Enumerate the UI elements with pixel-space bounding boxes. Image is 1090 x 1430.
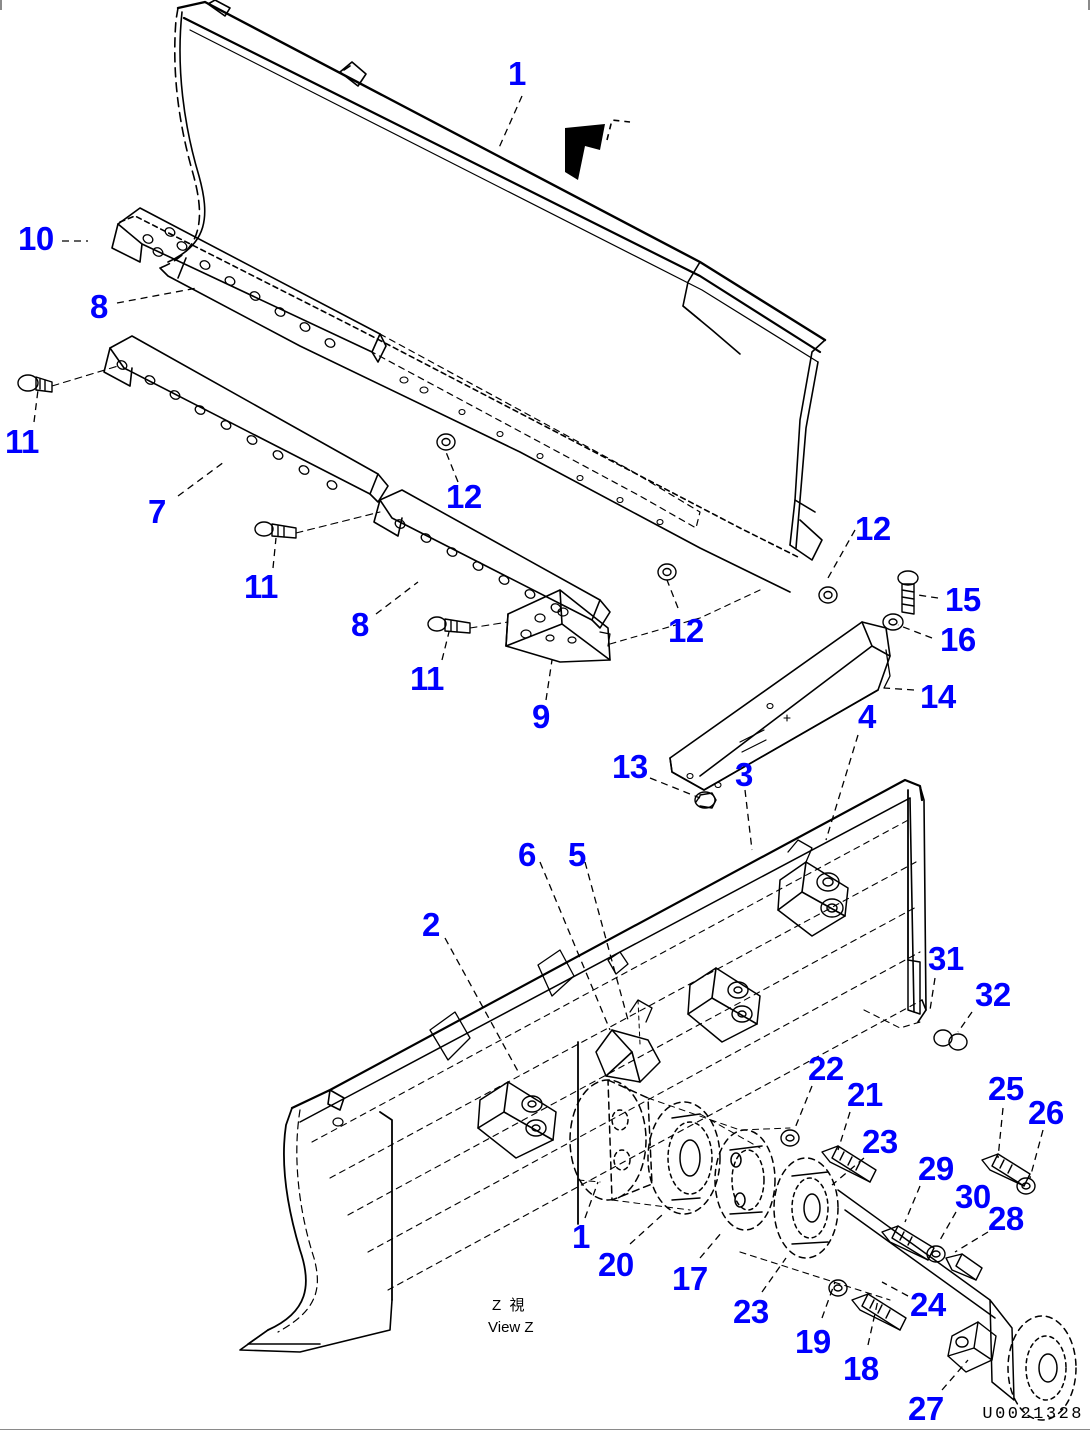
leader-line-5 [584,861,629,1021]
leader-line-28 [954,1231,989,1253]
leader-line-1 [497,95,523,151]
leader-line-8 [375,581,419,615]
callout-number-13[interactable]: 13 [612,748,648,785]
leader-line-12 [666,579,679,609]
callout-number-32[interactable]: 32 [975,976,1011,1013]
callout-number-27[interactable]: 27 [908,1390,944,1427]
sheet-edge-mark-tr [1088,0,1090,10]
callout-number-12[interactable]: 12 [668,612,704,649]
callout-number-5[interactable]: 5 [568,836,586,873]
callout-number-19[interactable]: 19 [795,1323,831,1360]
callout-number-14[interactable]: 14 [920,678,956,715]
callout-number-11[interactable]: 11 [244,568,278,605]
callout-number-18[interactable]: 18 [843,1350,879,1387]
callout-number-8[interactable]: 8 [90,288,108,325]
leader-line-8 [116,287,198,304]
leader-line-4 [825,734,859,841]
drawing-code: U0021328 [982,1405,1084,1424]
leader-line-12 [445,451,459,483]
leader-line-18 [867,1299,879,1346]
callout-number-9[interactable]: 9 [532,698,550,735]
leader-line-17 [699,1231,723,1259]
leader-line-11 [33,389,39,423]
leader-line-19 [821,1281,836,1319]
callout-number-29[interactable]: 29 [918,1150,954,1187]
leader-line-25 [997,1107,1004,1159]
callout-number-23[interactable]: 23 [733,1293,769,1330]
leader-line-26 [1029,1129,1044,1179]
callout-number-12[interactable]: 12 [446,478,482,515]
leader-line-20 [629,1214,663,1245]
callout-number-12[interactable]: 12 [855,510,891,547]
callout-number-1[interactable]: 1 [572,1218,590,1255]
sheet-edge-mark-tl [0,0,2,10]
callout-number-8[interactable]: 8 [351,606,369,643]
callout-number-26[interactable]: 26 [1028,1094,1064,1131]
leader-line-24 [881,1281,909,1297]
callout-number-1[interactable]: 1 [508,55,526,92]
callout-number-17[interactable]: 17 [672,1260,708,1297]
leader-line-23 [831,1157,865,1186]
leader-line-14 [883,687,915,691]
leader-line-13 [649,777,701,799]
callout-leader-lines [33,95,1044,1391]
view-direction-arrow [565,119,631,180]
leader-line-7 [177,461,225,497]
callout-number-16[interactable]: 16 [940,621,976,658]
callout-number-11[interactable]: 11 [5,423,39,460]
callout-number-10[interactable]: 10 [18,220,54,257]
callout-number-21[interactable]: 21 [847,1076,883,1113]
leader-line-15 [917,594,939,599]
leader-line-27 [941,1359,969,1391]
leader-line-11 [441,631,450,661]
view-note-english: View Z [488,1319,534,1336]
callout-number-2[interactable]: 2 [422,906,440,943]
callout-number-22[interactable]: 22 [808,1050,844,1087]
leader-line-2 [444,937,521,1076]
callout-number-7[interactable]: 7 [148,493,166,530]
leader-line-3 [744,789,753,851]
callout-number-15[interactable]: 15 [945,581,981,618]
callout-number-28[interactable]: 28 [988,1200,1024,1237]
leader-line-23 [761,1257,787,1293]
leader-line-29 [904,1185,921,1223]
callout-number-11[interactable]: 11 [410,660,444,697]
leader-line-11 [272,537,277,569]
callout-number-23[interactable]: 23 [862,1123,898,1160]
leader-line-6 [539,861,611,1031]
callout-number-24[interactable]: 24 [910,1286,946,1323]
leader-line-32 [957,1011,973,1033]
leader-line-31 [929,977,936,1011]
leader-line-30 [939,1211,957,1241]
callout-number-25[interactable]: 25 [988,1070,1024,1107]
callout-number-6[interactable]: 6 [518,836,536,873]
leader-line-22 [794,1085,813,1129]
leader-line-12 [827,529,856,579]
callout-number-3[interactable]: 3 [735,756,753,793]
leader-line-16 [897,624,933,639]
callout-number-4[interactable]: 4 [858,698,876,735]
callout-number-30[interactable]: 30 [955,1178,991,1215]
leader-line-21 [837,1111,851,1151]
callout-number-20[interactable]: 20 [598,1246,634,1283]
leader-line-1 [584,1181,599,1219]
leader-line-9 [545,659,553,701]
callout-number-31[interactable]: 31 [928,940,964,977]
view-note-japanese: Z 視 [492,1297,525,1314]
